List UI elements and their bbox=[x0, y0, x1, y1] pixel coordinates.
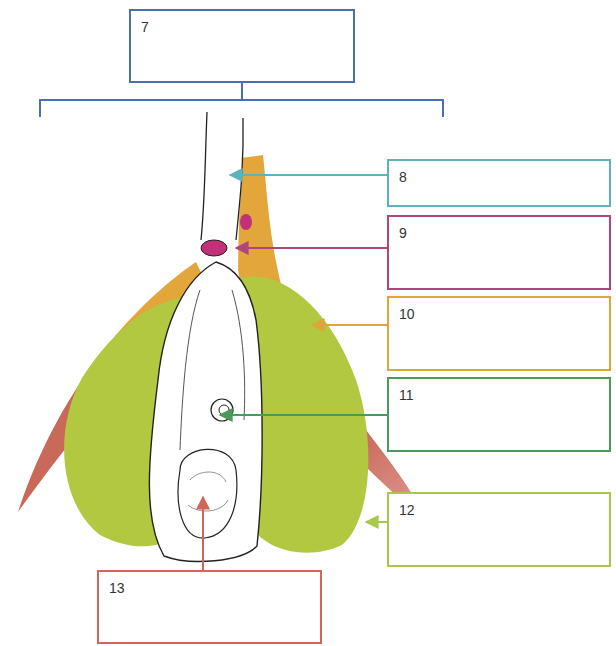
glans bbox=[201, 240, 227, 256]
leader-arrow bbox=[202, 497, 204, 570]
label-box: 8 bbox=[387, 159, 611, 207]
leader-arrow bbox=[366, 521, 387, 523]
urethral-opening bbox=[219, 405, 229, 415]
glans-edge bbox=[240, 214, 252, 230]
bracket bbox=[40, 83, 443, 117]
vaginal-opening-detail bbox=[188, 472, 228, 511]
leader-arrow bbox=[230, 174, 387, 176]
callout-number: 10 bbox=[389, 298, 415, 323]
callout-number: 12 bbox=[389, 494, 415, 519]
callout-number: 11 bbox=[389, 379, 414, 404]
label-box: 9 bbox=[387, 215, 611, 290]
label-box: 7 bbox=[129, 9, 355, 83]
callout-number: 8 bbox=[389, 161, 407, 186]
label-box: 12 bbox=[387, 492, 611, 567]
vestibule-line bbox=[180, 290, 245, 450]
callout-number: 13 bbox=[99, 572, 125, 597]
callout-number: 7 bbox=[131, 11, 149, 36]
vaginal-opening bbox=[178, 449, 237, 538]
callout-number: 9 bbox=[389, 217, 407, 242]
leader-arrow bbox=[312, 324, 387, 326]
label-box: 11 bbox=[387, 377, 611, 452]
leader-arrow bbox=[220, 414, 387, 416]
label-box: 13 bbox=[97, 570, 322, 644]
vestibule bbox=[149, 262, 262, 561]
label-box: 10 bbox=[387, 296, 611, 371]
leader-arrow bbox=[236, 247, 387, 249]
urethral-opening bbox=[211, 399, 233, 421]
